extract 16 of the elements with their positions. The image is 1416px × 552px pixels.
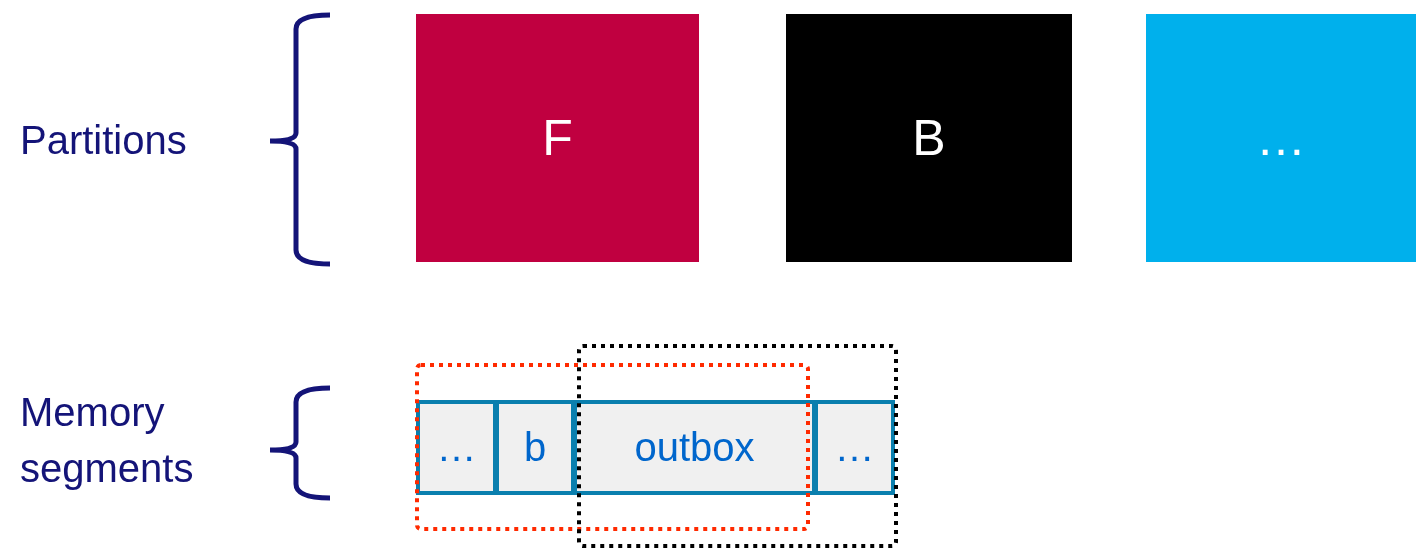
- block-label: F: [542, 109, 573, 167]
- block-label: b: [523, 425, 547, 470]
- block-label: …: [834, 425, 875, 470]
- block-label: B: [912, 109, 946, 167]
- memory-segment: [495, 400, 575, 495]
- memory-segment: [416, 400, 497, 495]
- partition-block: [1146, 14, 1416, 262]
- block-label: …: [436, 425, 477, 470]
- row-label: Partitions: [20, 117, 187, 164]
- memory-segment: [814, 400, 895, 495]
- partition-block: [416, 14, 699, 262]
- partition-block: [786, 14, 1072, 262]
- block-label: …: [1256, 109, 1306, 167]
- memory-segment: [573, 400, 816, 495]
- block-label: outbox: [634, 425, 755, 470]
- row-label: Memory segments: [20, 389, 195, 492]
